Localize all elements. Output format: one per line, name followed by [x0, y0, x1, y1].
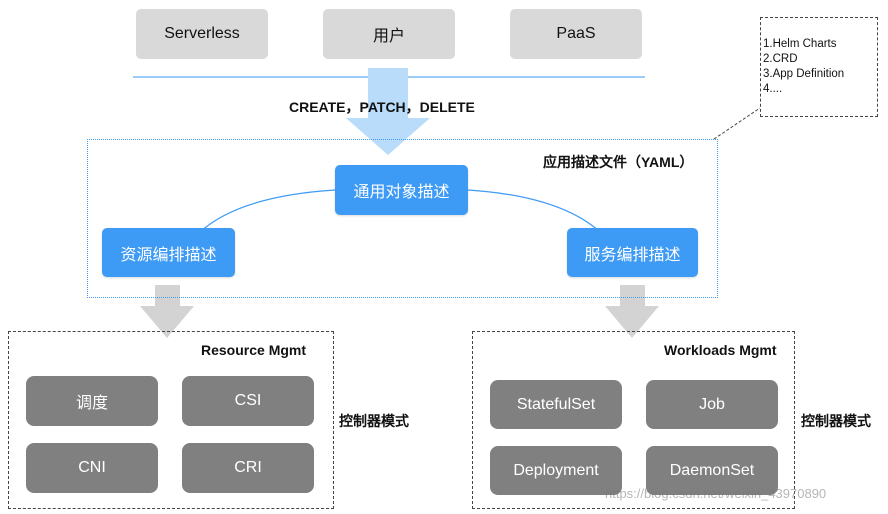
source-paas: PaaS: [510, 9, 642, 59]
source-serverless: Serverless: [136, 9, 268, 59]
resource-controller-mode-label: 控制器模式: [339, 413, 409, 429]
center-node-generic-object: 通用对象描述: [335, 165, 468, 215]
watermark: https://blog.csdn.net/weixin_43970890: [605, 486, 827, 501]
note-item: 4....: [763, 83, 783, 95]
operations-label: CREATE，PATCH，DELETE: [289, 99, 475, 115]
resource-down-arrow: [140, 285, 194, 338]
workloads-mgmt-panel: [472, 331, 795, 509]
connector-right: [467, 189, 601, 233]
source-user: 用户: [323, 9, 455, 59]
note-item: 1.Helm Charts: [763, 38, 837, 50]
yaml-description-frame: [87, 139, 718, 298]
workloads-controller-mode-label: 控制器模式: [801, 413, 871, 429]
right-node-service-orchestration: 服务编排描述: [567, 228, 698, 277]
workloads-down-arrow: [605, 285, 659, 338]
workload-item-job: Job: [646, 380, 778, 429]
resource-item-cri: CRI: [182, 443, 314, 493]
workload-item-statefulset: StatefulSet: [490, 380, 622, 429]
workload-item-daemonset: DaemonSet: [646, 446, 778, 495]
note-pointer: [713, 107, 761, 140]
note-item: 2.CRD: [763, 53, 798, 65]
resource-item-csi: CSI: [182, 376, 314, 426]
operations-arrow: [346, 68, 430, 155]
resource-mgmt-panel: [8, 331, 334, 509]
workloads-mgmt-title: Workloads Mgmt: [664, 342, 777, 358]
resource-item-cni: CNI: [26, 443, 158, 493]
left-node-resource-orchestration: 资源编排描述: [102, 228, 235, 277]
yaml-formats-note: 1.Helm Charts 2.CRD 3.App Definition 4..…: [760, 17, 878, 117]
workload-item-deployment: Deployment: [490, 446, 622, 495]
yaml-frame-label: 应用描述文件（YAML）: [543, 154, 694, 170]
connector-left: [199, 189, 336, 233]
resource-mgmt-title: Resource Mgmt: [201, 342, 307, 358]
note-item: 3.App Definition: [763, 68, 845, 80]
resource-item-scheduling: 调度: [26, 376, 158, 426]
